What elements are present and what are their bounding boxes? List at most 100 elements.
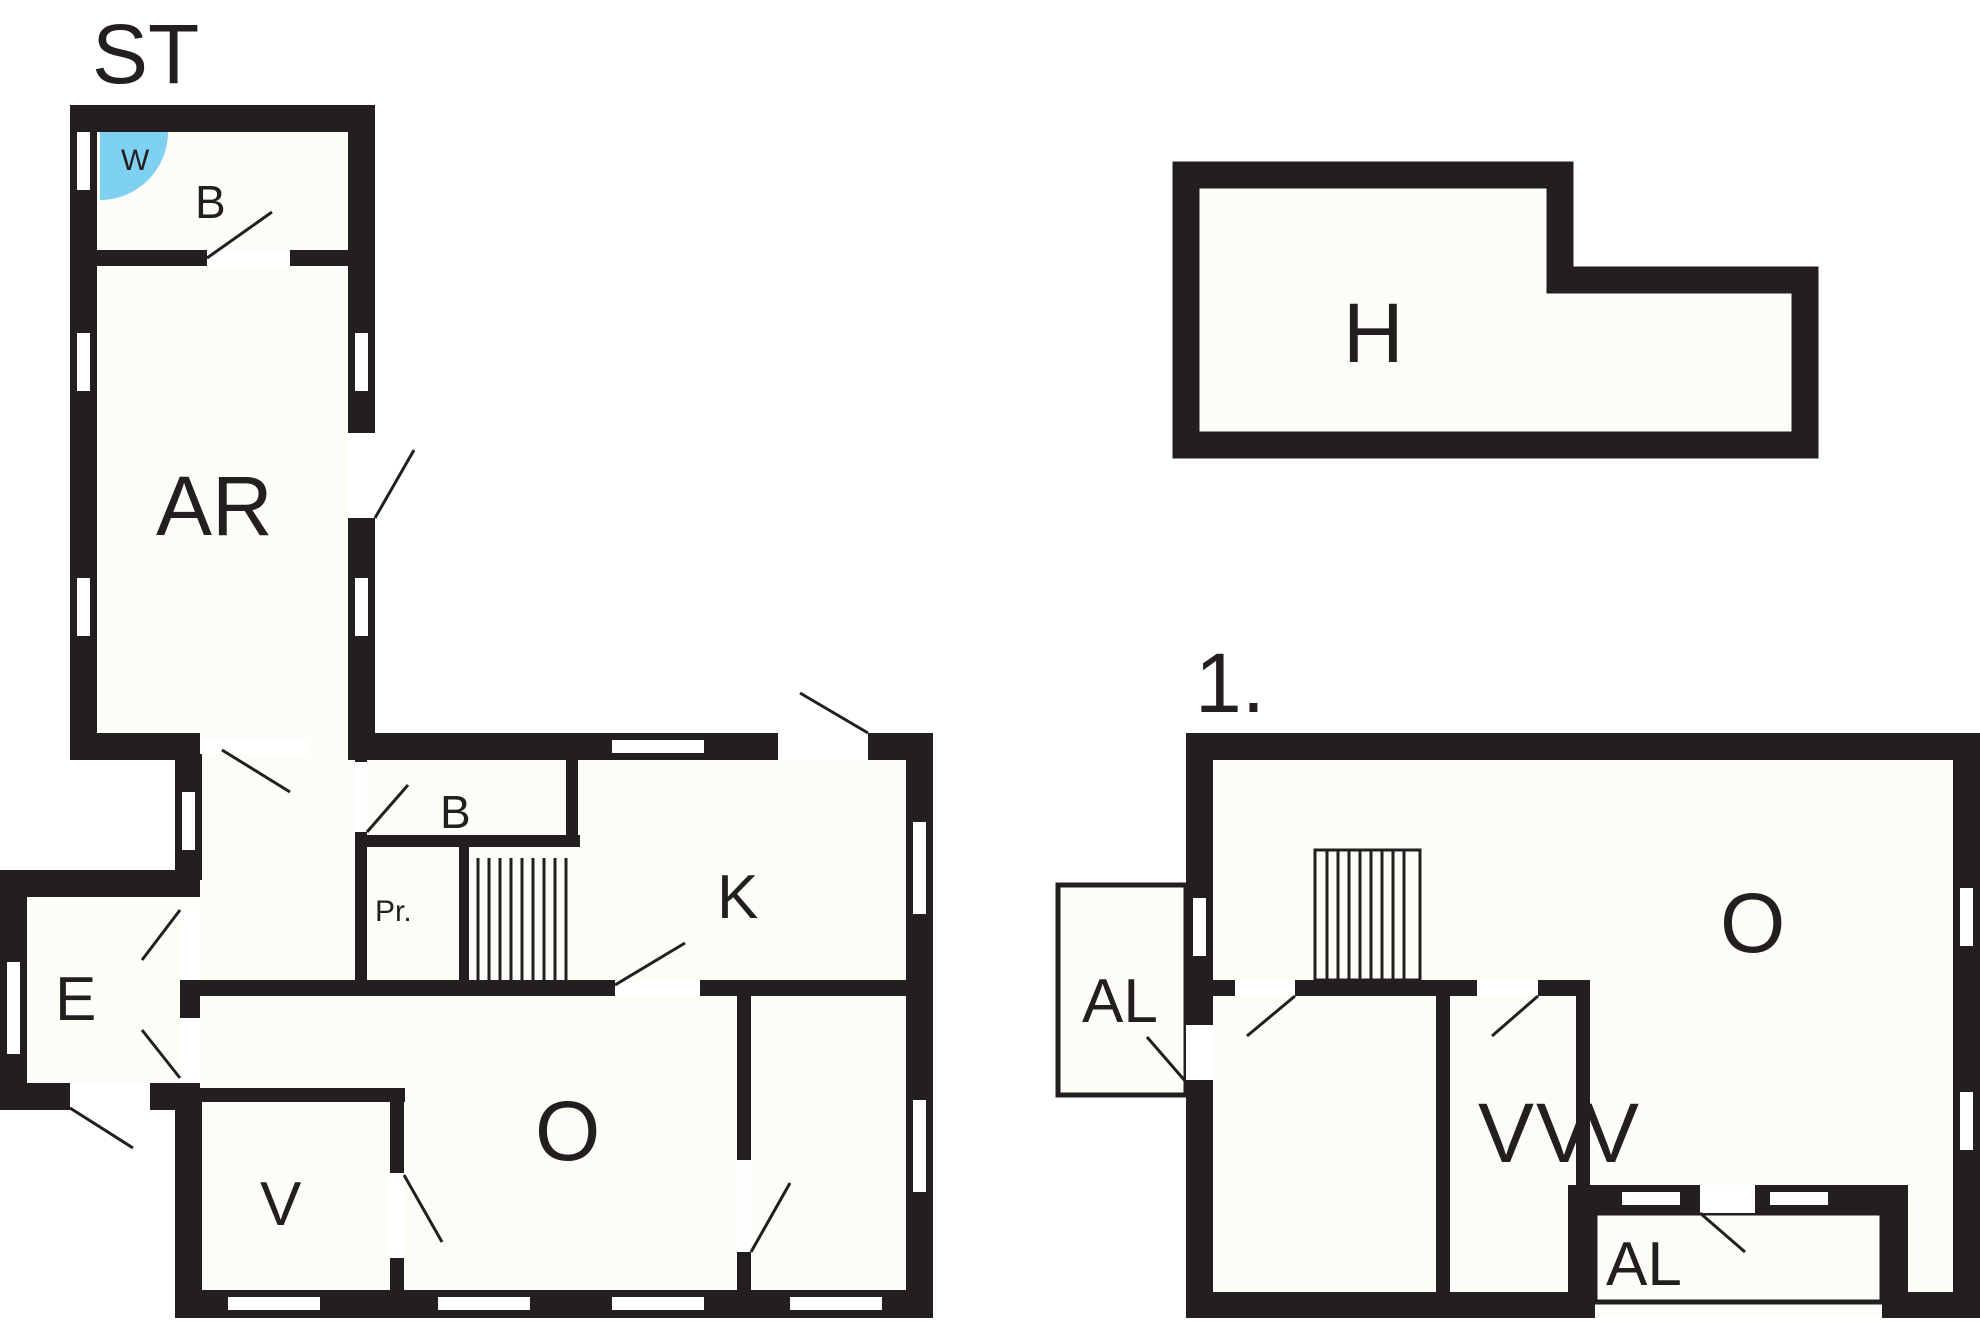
wall xyxy=(1436,996,1450,1294)
wall xyxy=(1295,980,1477,996)
wall xyxy=(355,835,580,847)
room-label-living: O xyxy=(535,1084,600,1178)
door-swing xyxy=(799,691,869,735)
wall xyxy=(348,105,375,760)
window xyxy=(612,740,704,753)
wall xyxy=(175,1090,202,1318)
door-swing xyxy=(373,449,416,519)
window xyxy=(913,822,926,914)
window xyxy=(7,962,20,1054)
door-gap xyxy=(1700,1185,1755,1213)
window xyxy=(612,1297,704,1310)
wall xyxy=(290,250,348,266)
door-swing xyxy=(206,210,273,260)
wall xyxy=(1186,1292,1595,1318)
door-swing xyxy=(1246,994,1296,1038)
staircase xyxy=(476,858,568,980)
wall xyxy=(348,733,778,760)
window xyxy=(1770,1192,1828,1205)
door-gap xyxy=(1186,1025,1213,1080)
window xyxy=(77,132,90,190)
door-swing xyxy=(1491,994,1539,1038)
room-label-hall: H xyxy=(1343,286,1404,380)
wall xyxy=(1576,980,1590,1185)
wall xyxy=(150,1083,200,1110)
wall xyxy=(906,733,933,1318)
room-label-washer: W xyxy=(121,144,150,177)
window xyxy=(438,1297,530,1310)
room-label-bedroom-a: V xyxy=(1478,1086,1534,1180)
wall xyxy=(390,1088,404,1173)
outbuilding-outline xyxy=(1172,161,1819,459)
window xyxy=(790,1297,882,1310)
door-swing xyxy=(140,1029,182,1079)
door-gap xyxy=(778,733,868,760)
door-gap xyxy=(200,738,310,754)
wall xyxy=(0,870,200,897)
door-gap xyxy=(1477,980,1538,996)
door-swing xyxy=(1699,1211,1746,1254)
door-gap xyxy=(70,1083,150,1110)
window xyxy=(228,1297,320,1310)
wall xyxy=(1953,733,1980,1318)
window xyxy=(1960,1092,1973,1150)
wall xyxy=(195,980,615,996)
door-gap xyxy=(615,980,700,996)
wall xyxy=(1186,733,1980,760)
door-gap xyxy=(180,1018,200,1083)
door-swing xyxy=(221,748,291,794)
wall xyxy=(97,250,207,266)
door-swing xyxy=(614,941,686,987)
wall xyxy=(1213,980,1235,996)
window xyxy=(182,792,195,850)
room-label-entrance: E xyxy=(55,965,96,1034)
room-label-balcony-left: AL xyxy=(1082,967,1158,1036)
room-label-bedroom-c: V xyxy=(1583,1086,1639,1180)
window xyxy=(1622,1192,1680,1205)
first-floor xyxy=(1055,733,1980,1318)
wall xyxy=(0,1083,70,1110)
door-swing xyxy=(402,1174,444,1243)
room-label-bath-mid: B xyxy=(440,786,471,838)
wall xyxy=(737,995,751,1160)
wall xyxy=(70,105,375,132)
door-gap xyxy=(180,905,200,980)
washer-icon xyxy=(100,132,168,200)
room-label-open: O xyxy=(1720,876,1785,970)
window xyxy=(1193,898,1206,956)
wall xyxy=(459,845,469,985)
door-swing xyxy=(1145,1036,1188,1083)
door-gap xyxy=(355,762,367,832)
door-gap xyxy=(1235,980,1295,996)
door-swing xyxy=(69,1106,134,1150)
wall xyxy=(390,1258,404,1293)
room-label-kitchen: K xyxy=(717,863,758,932)
outbuilding xyxy=(1172,161,1819,459)
door-swing xyxy=(365,784,410,833)
balcony-left-outline xyxy=(1055,882,1189,1098)
floor-label-ground: ST xyxy=(92,7,199,101)
wall xyxy=(737,1252,751,1292)
staircase xyxy=(1313,848,1422,982)
door-swing xyxy=(140,909,182,961)
wall xyxy=(70,105,97,760)
door-gap xyxy=(207,250,290,266)
room-label-bedroom-b: V xyxy=(1536,1086,1592,1180)
door-swing xyxy=(749,1182,792,1253)
wall xyxy=(195,1088,405,1102)
wall xyxy=(566,750,578,845)
floor-fill-tower xyxy=(70,105,375,755)
room-label-bedroom: V xyxy=(260,1170,302,1239)
room-label-bath-top: B xyxy=(195,176,226,228)
floor-label-first: 1. xyxy=(1195,636,1265,730)
window xyxy=(77,578,90,636)
wall xyxy=(355,835,367,985)
floor-fill-balcony-bottom xyxy=(1595,1213,1882,1292)
room-label-workroom: AR xyxy=(156,459,273,553)
window xyxy=(355,578,368,636)
ground-floor xyxy=(0,105,933,1318)
door-gap xyxy=(737,1160,751,1252)
floor-fill-entrance xyxy=(0,875,195,1110)
window xyxy=(355,333,368,391)
